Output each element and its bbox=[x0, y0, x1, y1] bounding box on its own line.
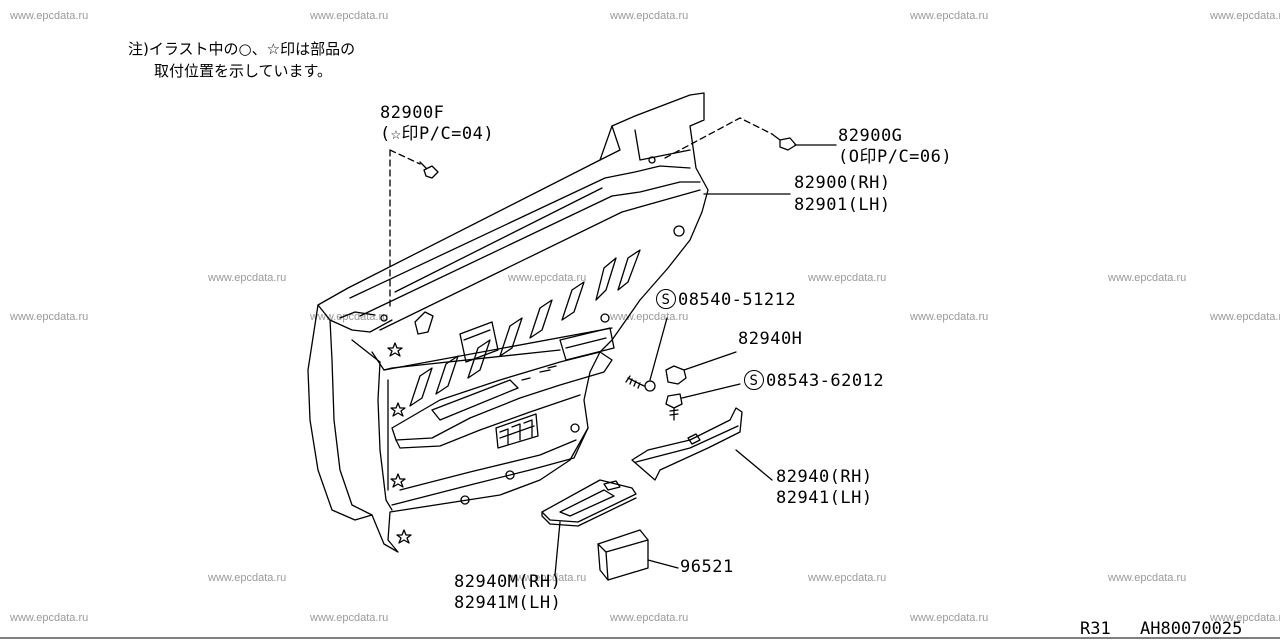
screw-08543 bbox=[665, 393, 683, 421]
louvre bbox=[529, 299, 553, 339]
screw-08543-number: 08543-62012 bbox=[766, 371, 885, 391]
label-clip-82900g-code: (O印P/C=06) bbox=[838, 147, 953, 167]
watermark: www.epcdata.ru bbox=[310, 612, 389, 624]
belt-line-upper bbox=[349, 165, 691, 299]
belt-line-mid bbox=[359, 195, 613, 317]
note-line-2: 取付位置を示しています。 bbox=[154, 62, 333, 80]
watermark: www.epcdata.ru bbox=[1210, 612, 1280, 624]
door-trim-outline bbox=[307, 92, 709, 553]
footer-model: R31 bbox=[1080, 619, 1111, 639]
label-trim-rh: 82900(RH) bbox=[794, 173, 891, 193]
switch-bezel-82940m bbox=[541, 479, 637, 523]
louvre bbox=[595, 257, 617, 301]
mount-hole bbox=[505, 470, 515, 480]
switch-grille bbox=[495, 413, 539, 449]
watermark: www.epcdata.ru bbox=[1210, 10, 1280, 22]
watermark: www.epcdata.ru bbox=[610, 612, 689, 624]
watermark: www.epcdata.ru bbox=[310, 10, 389, 22]
star-marker bbox=[390, 402, 406, 417]
clip-82900g bbox=[771, 133, 797, 151]
clip-tab bbox=[414, 311, 434, 335]
note-line-1: 注)イラスト中の○、☆印は部品の bbox=[128, 40, 356, 58]
mount-hole bbox=[460, 495, 470, 505]
watermark: www.epcdata.ru bbox=[508, 572, 587, 584]
window-switch-on-trim bbox=[559, 327, 615, 361]
label-trim-lh: 82901(LH) bbox=[794, 195, 891, 215]
bezel bbox=[459, 321, 499, 363]
label-cap-82940h: 82940H bbox=[738, 329, 803, 349]
label-clip-82900f: 82900F bbox=[380, 103, 445, 123]
watermark: www.epcdata.ru bbox=[1108, 572, 1187, 584]
watermark: www.epcdata.ru bbox=[10, 311, 89, 323]
screw-symbol: S bbox=[744, 370, 764, 390]
star-marker bbox=[390, 473, 406, 488]
louvre bbox=[617, 249, 641, 291]
screw-08540 bbox=[625, 375, 645, 389]
louvre bbox=[409, 367, 433, 407]
watermark: www.epcdata.ru bbox=[208, 272, 287, 284]
door-trim-front-edge bbox=[329, 319, 373, 516]
star-marker bbox=[396, 529, 412, 544]
clip-82900g-leader bbox=[664, 117, 773, 159]
watermark: www.epcdata.ru bbox=[1108, 272, 1187, 284]
watermark: www.epcdata.ru bbox=[10, 10, 89, 22]
armrest-82940 bbox=[631, 407, 743, 481]
trim-inner-edge bbox=[351, 339, 393, 511]
mount-hole bbox=[570, 423, 580, 433]
label-switch-rh: 82940M(RH) bbox=[454, 572, 562, 592]
louvre bbox=[435, 355, 459, 395]
label-clip-82900g: 82900G bbox=[838, 126, 903, 146]
mount-hole bbox=[380, 314, 388, 322]
watermark: www.epcdata.ru bbox=[208, 572, 287, 584]
louvre bbox=[499, 317, 523, 357]
watermark: www.epcdata.ru bbox=[910, 612, 989, 624]
footer-code: AH80070025 bbox=[1140, 619, 1243, 639]
watermark: www.epcdata.ru bbox=[910, 311, 989, 323]
watermark: www.epcdata.ru bbox=[910, 10, 989, 22]
watermark: www.epcdata.ru bbox=[10, 612, 89, 624]
watermark: www.epcdata.ru bbox=[610, 10, 689, 22]
mount-hole bbox=[600, 313, 610, 323]
label-ashtray-96521: 96521 bbox=[680, 557, 734, 577]
mount-hole bbox=[673, 225, 685, 237]
armrest-on-trim bbox=[391, 351, 613, 441]
label-armrest-lh: 82941(LH) bbox=[776, 488, 873, 508]
star-marker bbox=[387, 342, 403, 357]
label-switch-lh: 82941M(LH) bbox=[454, 593, 562, 613]
watermark: www.epcdata.ru bbox=[508, 272, 587, 284]
watermark: www.epcdata.ru bbox=[808, 272, 887, 284]
belt-line-lower bbox=[379, 189, 701, 331]
louvre bbox=[467, 339, 491, 379]
cap-82940h bbox=[665, 365, 687, 385]
watermark: www.epcdata.ru bbox=[1210, 311, 1280, 323]
ashtray-96521 bbox=[597, 529, 649, 581]
label-armrest-rh: 82940(RH) bbox=[776, 467, 873, 487]
label-clip-82900f-code: (☆印P/C=04) bbox=[380, 124, 495, 144]
clip-82900f bbox=[419, 161, 439, 179]
map-pocket bbox=[391, 427, 589, 506]
watermark: www.epcdata.ru bbox=[808, 572, 887, 584]
screw-08540-number: 08540-51212 bbox=[678, 290, 797, 310]
screw-symbol: S bbox=[656, 289, 676, 309]
louvre bbox=[561, 281, 585, 321]
mount-hole bbox=[648, 156, 656, 164]
